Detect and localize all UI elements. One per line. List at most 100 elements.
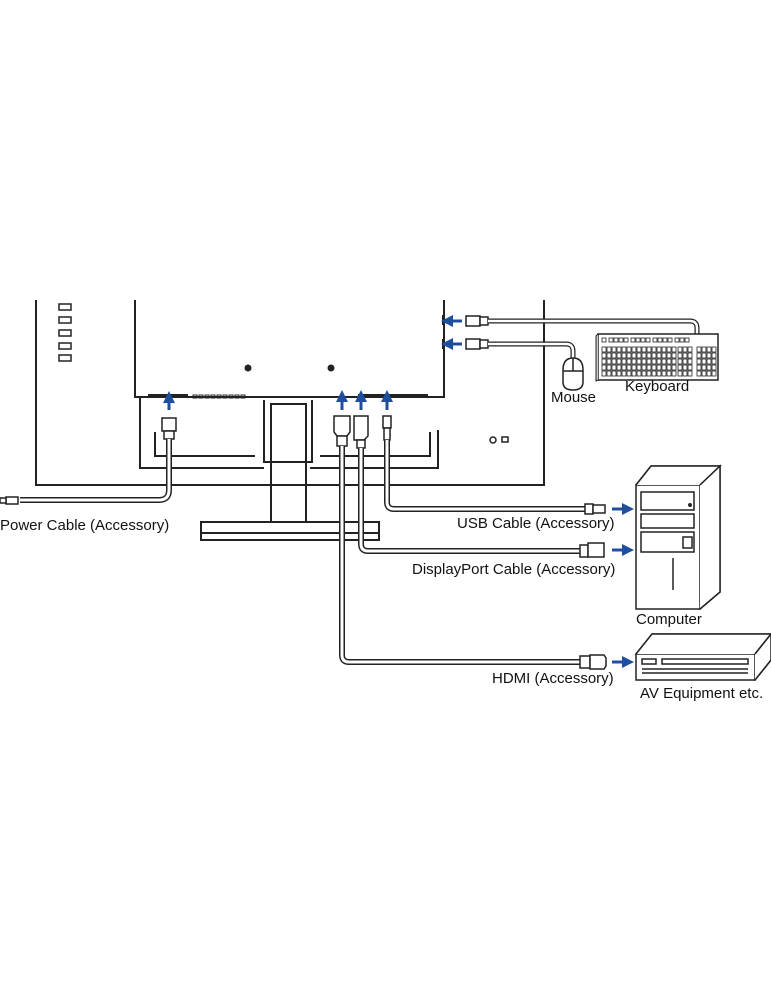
keyboard-key xyxy=(636,370,642,377)
keyboard-key xyxy=(641,346,647,353)
mount-holes xyxy=(244,364,335,372)
keyboard-key xyxy=(636,364,642,371)
usb-cable xyxy=(381,390,634,515)
keyboard-key xyxy=(626,370,632,377)
keyboard-key xyxy=(626,352,632,359)
keyboard-key xyxy=(616,364,622,371)
keyboard-key xyxy=(671,358,677,365)
keyboard-key xyxy=(696,358,702,365)
keyboard-key xyxy=(696,352,702,359)
keyboard-label: Keyboard xyxy=(625,378,689,395)
keyboard-key xyxy=(682,370,688,377)
keyboard-key xyxy=(613,337,619,343)
keyboard-key xyxy=(601,337,607,343)
keyboard-key xyxy=(636,352,642,359)
keyboard-key xyxy=(631,352,637,359)
keyboard-key xyxy=(711,346,717,353)
keyboard-key xyxy=(601,346,607,353)
keyboard-key xyxy=(646,346,652,353)
keyboard-key xyxy=(666,370,672,377)
keyboard-key xyxy=(671,346,677,353)
keyboard-key xyxy=(656,364,662,371)
computer-tower-icon xyxy=(635,464,722,611)
keyboard-key xyxy=(608,337,614,343)
keyboard-key xyxy=(621,346,627,353)
monitor-stand xyxy=(200,400,380,541)
keyboard-key xyxy=(641,370,647,377)
keyboard-key xyxy=(618,337,624,343)
keyboard-key xyxy=(661,364,667,371)
keyboard-key xyxy=(621,358,627,365)
keyboard-key xyxy=(606,346,612,353)
keyboard-key xyxy=(666,364,672,371)
keyboard-key xyxy=(701,370,707,377)
keyboard-key xyxy=(684,337,690,343)
keyboard-key xyxy=(706,364,712,371)
keyboard-key xyxy=(701,358,707,365)
power-plug-icon xyxy=(161,417,177,440)
computer-label: Computer xyxy=(636,611,702,628)
keyboard-key xyxy=(641,358,647,365)
keyboard-key xyxy=(611,370,617,377)
keyboard-key xyxy=(651,358,657,365)
keyboard-key xyxy=(621,352,627,359)
keyboard-key xyxy=(677,346,683,353)
hdmi-cable-label: HDMI (Accessory) xyxy=(492,670,614,687)
keyboard-key xyxy=(701,346,707,353)
keyboard-key xyxy=(606,352,612,359)
power-cable xyxy=(0,391,177,505)
keyboard-key xyxy=(682,358,688,365)
keyboard-key xyxy=(611,346,617,353)
keyboard-key xyxy=(711,370,717,377)
keyboard-key xyxy=(606,358,612,365)
keyboard-key xyxy=(646,370,652,377)
keyboard-key xyxy=(631,364,637,371)
keyboard-key xyxy=(611,358,617,365)
keyboard-key xyxy=(677,370,683,377)
keyboard-key xyxy=(711,358,717,365)
keyboard-key xyxy=(677,358,683,365)
keyboard-key xyxy=(652,337,658,343)
keyboard-key xyxy=(601,364,607,371)
keyboard-key xyxy=(687,364,693,371)
av-equipment-label: AV Equipment etc. xyxy=(640,685,763,702)
keyboard-key xyxy=(679,337,685,343)
av-equipment-icon xyxy=(634,632,771,681)
mouse-usb-cable xyxy=(441,338,576,360)
keyboard-key xyxy=(601,352,607,359)
keyboard-key xyxy=(641,352,647,359)
keyboard-key xyxy=(687,346,693,353)
keyboard-key xyxy=(687,370,693,377)
keyboard-key xyxy=(611,364,617,371)
keyboard-icon xyxy=(595,333,719,382)
keyboard-key xyxy=(661,346,667,353)
keyboard-key xyxy=(630,337,636,343)
keyboard-key xyxy=(687,358,693,365)
keyboard-key xyxy=(631,370,637,377)
keyboard-key xyxy=(706,346,712,353)
usb-plug-icon xyxy=(382,415,392,441)
keyboard-key xyxy=(701,364,707,371)
keyboard-key xyxy=(671,352,677,359)
keyboard-key xyxy=(671,370,677,377)
hdmi-cable xyxy=(333,390,634,670)
keyboard-key xyxy=(666,358,672,365)
keyboard-key xyxy=(682,346,688,353)
keyboard-key xyxy=(682,364,688,371)
keyboard-key xyxy=(635,337,641,343)
keyboard-key xyxy=(601,370,607,377)
keyboard-key xyxy=(706,352,712,359)
keyboard-key xyxy=(623,337,629,343)
keyboard-key xyxy=(706,358,712,365)
keyboard-key xyxy=(671,364,677,371)
keyboard-key xyxy=(666,346,672,353)
keyboard-key xyxy=(631,358,637,365)
keyboard-key xyxy=(626,346,632,353)
keyboard-key xyxy=(696,346,702,353)
keyboard-key xyxy=(616,358,622,365)
keyboard-key xyxy=(696,370,702,377)
keyboard-key xyxy=(674,337,680,343)
keyboard-key xyxy=(626,358,632,365)
keyboard-key xyxy=(711,352,717,359)
keyboard-key xyxy=(640,337,646,343)
